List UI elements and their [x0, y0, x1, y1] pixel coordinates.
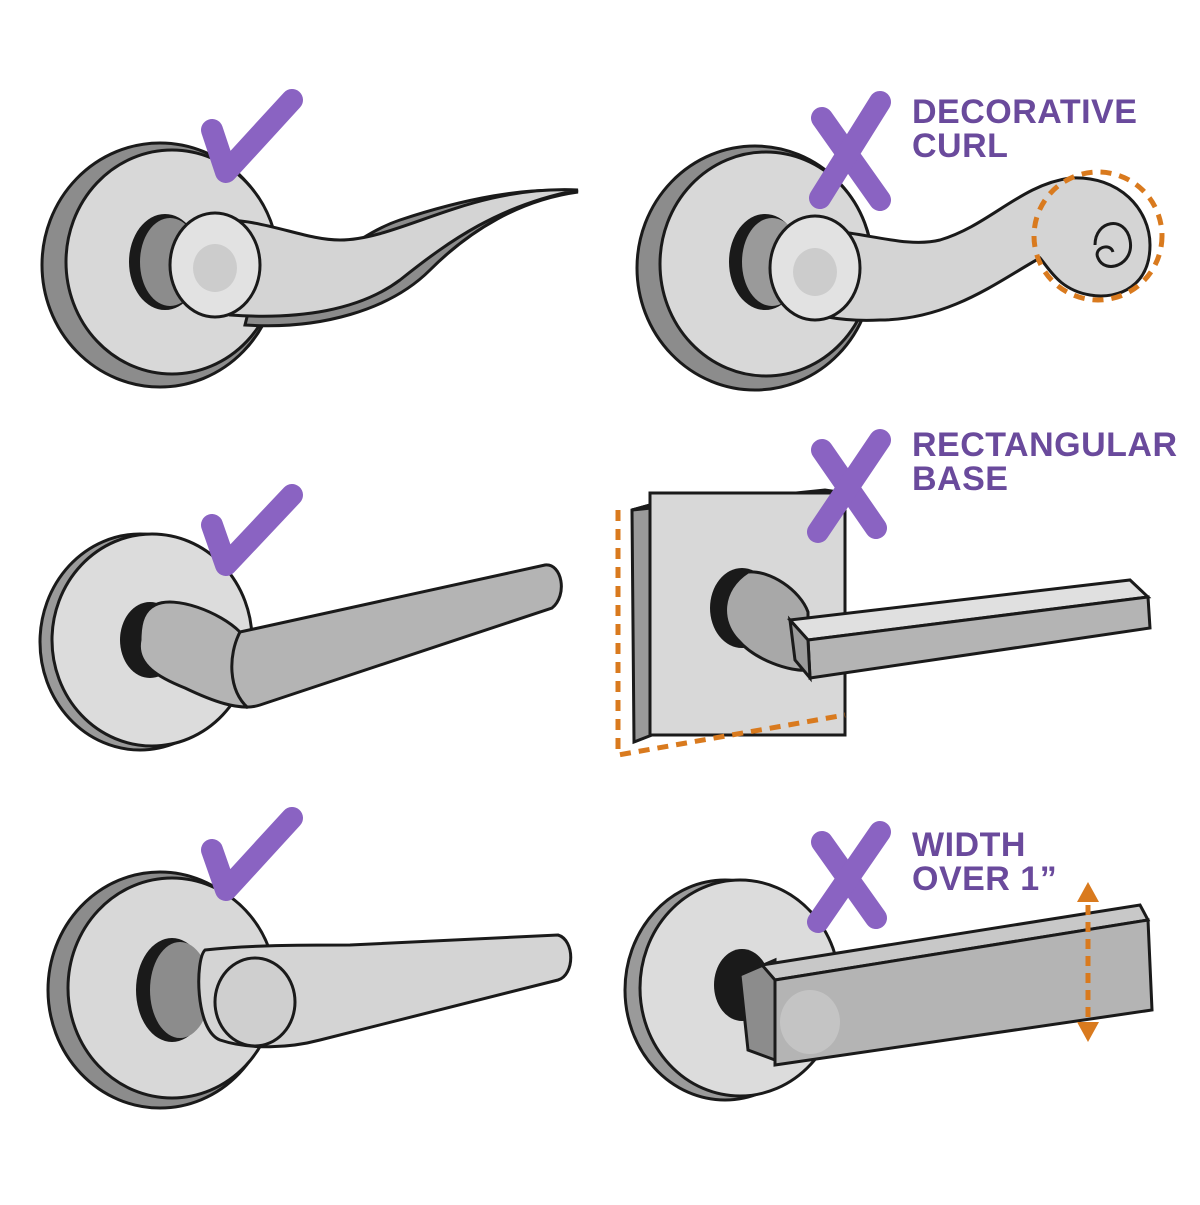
lever-end	[787, 615, 812, 683]
lever-hub-center	[193, 244, 237, 292]
label-line: WIDTH	[912, 826, 1026, 864]
x-mark-icon	[807, 821, 891, 933]
lever-neck	[724, 570, 810, 672]
straight-lever-illustration	[38, 532, 563, 752]
x-mark-icon	[809, 91, 891, 211]
scroll-curl	[1093, 222, 1132, 268]
checkmark-icon	[201, 89, 303, 183]
lever-arm	[788, 176, 1152, 322]
lever-hub	[780, 990, 840, 1054]
decorative-curl-label: DECORATIVE CURL	[912, 95, 1137, 163]
lever-hub-center	[793, 248, 837, 296]
checkmark-icon	[201, 484, 303, 576]
square-rose-lever-illustration	[630, 488, 1152, 745]
label-line: DECORATIVE	[912, 93, 1138, 131]
x-mark-icon	[807, 429, 891, 543]
highlight-dashed-circle	[1031, 169, 1165, 303]
highlight-dashed-outline	[615, 510, 846, 758]
curved-lever-illustration	[40, 141, 579, 389]
lever-hub	[213, 956, 297, 1048]
wide-lever-illustration	[623, 878, 1154, 1102]
lever-front	[773, 918, 1154, 1067]
lever-joint	[230, 631, 250, 710]
width-over-label: WIDTH OVER 1”	[912, 828, 1057, 896]
spindle-neck	[150, 942, 210, 1038]
label-line: CURL	[912, 127, 1009, 165]
label-line: BASE	[912, 460, 1009, 498]
tapered-lever-illustration	[46, 870, 573, 1110]
lever-arm	[198, 188, 579, 318]
label-line: OVER 1”	[912, 860, 1058, 898]
lever-arm	[137, 563, 563, 709]
rectangular-base-label: RECTANGULAR BASE	[912, 428, 1178, 496]
label-line: RECTANGULAR	[912, 426, 1178, 464]
scroll-lever-illustration	[635, 144, 1152, 392]
checkmark-icon	[201, 807, 303, 901]
width-arrow-icon	[1077, 882, 1099, 1042]
